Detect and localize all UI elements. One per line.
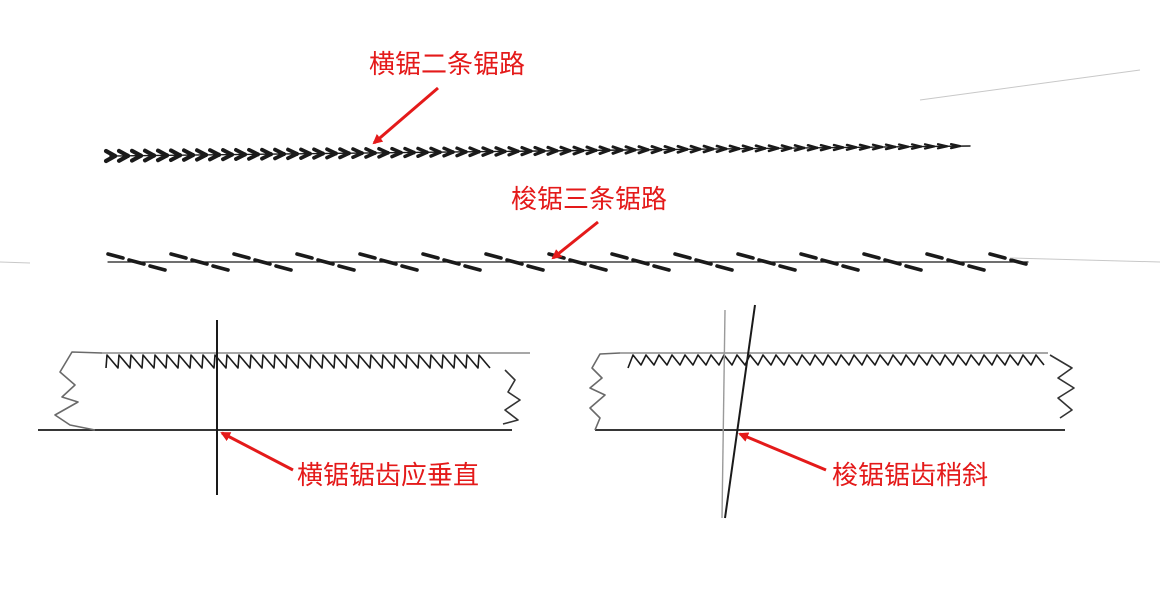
label-rip-kerf: 梭锯三条锯路: [511, 185, 668, 215]
crosscut-kerf-pattern: [103, 142, 971, 164]
label-rip-teeth: 梭锯锯齿稍斜: [832, 461, 989, 491]
crosscut-saw-blade: [38, 320, 530, 495]
arrow-rip-teeth: [738, 432, 827, 472]
annotation-arrows: [220, 86, 827, 472]
faint-marks: [0, 69, 1161, 264]
label-crosscut-kerf: 横锯二条锯路: [369, 50, 526, 80]
arrow-rip-kerf: [551, 220, 599, 260]
rip-saw-blade: [589, 304, 1075, 519]
arrow-crosscut-teeth: [220, 431, 294, 472]
label-crosscut-teeth: 横锯锯齿应垂直: [297, 461, 480, 491]
arrow-crosscut-kerf: [372, 86, 439, 145]
rip-kerf-pattern: [106, 252, 1029, 272]
